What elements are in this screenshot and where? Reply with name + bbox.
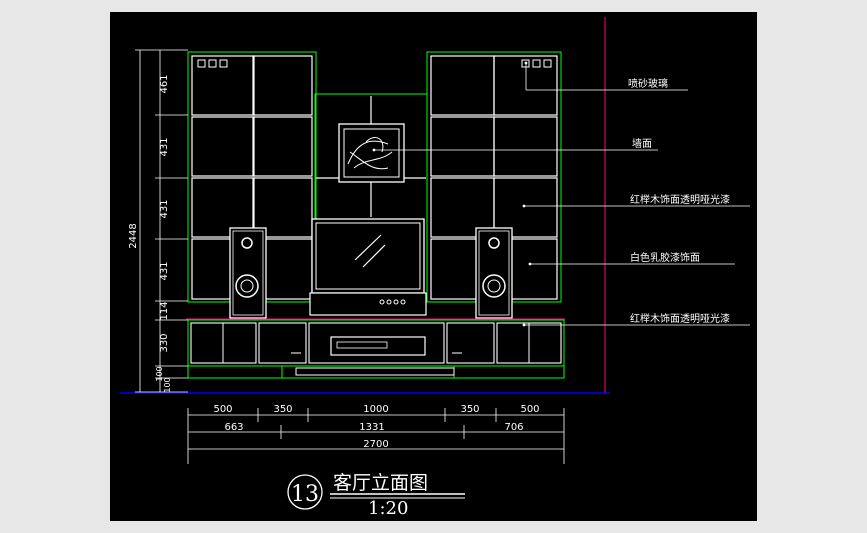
drawing-title: 客厅立面图 <box>333 472 428 494</box>
dim-h1-3: 1000 <box>363 404 388 415</box>
left-speaker <box>229 227 267 319</box>
annotation-labels: 喷砂玻璃 墙面 红榉木饰面透明哑光漆 白色乳胶漆饰面 红榉木饰面透明哑光漆 <box>628 77 730 325</box>
elevation-drawing: 2448 461 431 431 431 114 330 100 100 500… <box>120 17 750 519</box>
wall-art-picture <box>338 123 405 183</box>
dim-h2-3: 706 <box>504 422 523 433</box>
dim-h2-1: 663 <box>224 422 243 433</box>
dim-v-8: 100 <box>163 377 172 392</box>
dim-v-3: 431 <box>159 199 170 218</box>
note-beech-veneer-upper: 红榉木饰面透明哑光漆 <box>630 193 730 206</box>
note-beech-veneer-lower: 红榉木饰面透明哑光漆 <box>630 312 730 325</box>
dim-v-6: 330 <box>159 333 170 352</box>
dim-h1-4: 350 <box>460 404 479 415</box>
dim-v-7: 100 <box>155 366 164 381</box>
dim-v-2: 431 <box>159 137 170 156</box>
annotation-leaders <box>372 61 750 327</box>
dim-h-total: 2700 <box>363 439 388 450</box>
vertical-dimension-labels: 2448 461 431 431 431 114 330 100 100 <box>128 74 172 392</box>
right-speaker <box>475 227 513 319</box>
dim-v-5: 114 <box>159 301 170 320</box>
dim-h1-1: 500 <box>213 404 232 415</box>
horizontal-dimensions <box>187 408 565 464</box>
television <box>309 218 427 316</box>
tv-cabinet <box>186 318 565 379</box>
note-wall-surface: 墙面 <box>632 137 652 150</box>
dim-v-1: 461 <box>159 74 170 93</box>
dim-h2-2: 1331 <box>359 422 384 433</box>
dim-v-4: 431 <box>159 261 170 280</box>
vertical-dimensions <box>135 49 188 393</box>
dim-h1-2: 350 <box>273 404 292 415</box>
dim-h1-5: 500 <box>520 404 539 415</box>
cad-canvas: 2448 461 431 431 431 114 330 100 100 500… <box>110 12 757 521</box>
detail-number: 13 <box>291 482 319 507</box>
horizontal-dimension-labels: 500 350 1000 350 500 663 1331 706 2700 <box>213 404 539 450</box>
note-white-latex-paint: 白色乳胶漆饰面 <box>630 251 700 264</box>
drawing-title-block: 13 客厅立面图 1:20 <box>287 472 465 519</box>
drawing-scale: 1:20 <box>368 498 408 519</box>
dim-total-height: 2448 <box>128 223 139 248</box>
note-sandblasted-glass: 喷砂玻璃 <box>628 77 668 90</box>
detail-number-circle <box>287 474 323 510</box>
